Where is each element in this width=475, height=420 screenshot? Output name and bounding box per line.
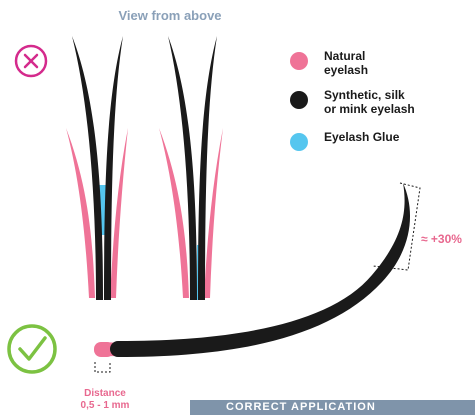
legend-item-natural: Natural eyelash <box>290 49 444 77</box>
synthetic-eyelash-right <box>198 36 217 300</box>
synthetic-eyelash-horizontal <box>120 183 411 357</box>
natural-eyelash-right <box>110 128 128 298</box>
legend-label: Synthetic, silk or mink eyelash <box>324 88 415 116</box>
length-increase-label: ≈ +30% <box>421 232 462 246</box>
legend-swatch <box>290 91 308 109</box>
legend-label: Eyelash Glue <box>324 130 400 144</box>
legend-item-synthetic: Synthetic, silk or mink eyelash <box>290 88 444 116</box>
diagram-title: View from above <box>118 8 222 23</box>
correct-application-banner: CORRECT APPLICATION <box>190 400 475 415</box>
natural-eyelash-left <box>66 128 95 298</box>
natural-eyelash-base <box>94 342 114 357</box>
synthetic-eyelash-left <box>168 36 197 300</box>
glue-spot <box>98 185 106 235</box>
synthetic-eyelash-right <box>104 36 123 300</box>
legend-label: Natural eyelash <box>324 49 369 77</box>
incorrect-eyelash-group-left <box>66 36 128 300</box>
correct-eyelash <box>94 183 411 357</box>
synthetic-eyelash-left <box>72 36 103 300</box>
legend-swatch <box>290 52 308 70</box>
synthetic-eyelash-base <box>110 341 132 357</box>
natural-eyelash-right <box>204 128 223 298</box>
legend-swatch <box>290 133 308 151</box>
distance-marker <box>94 362 111 373</box>
incorrect-eyelash-group-right <box>159 36 223 300</box>
cross-circle-icon <box>14 44 48 78</box>
distance-label: Distance 0,5 - 1 mm <box>80 388 130 411</box>
natural-eyelash-left <box>159 128 189 298</box>
legend-item-glue: Eyelash Glue <box>290 130 444 151</box>
check-circle-icon <box>7 324 57 374</box>
